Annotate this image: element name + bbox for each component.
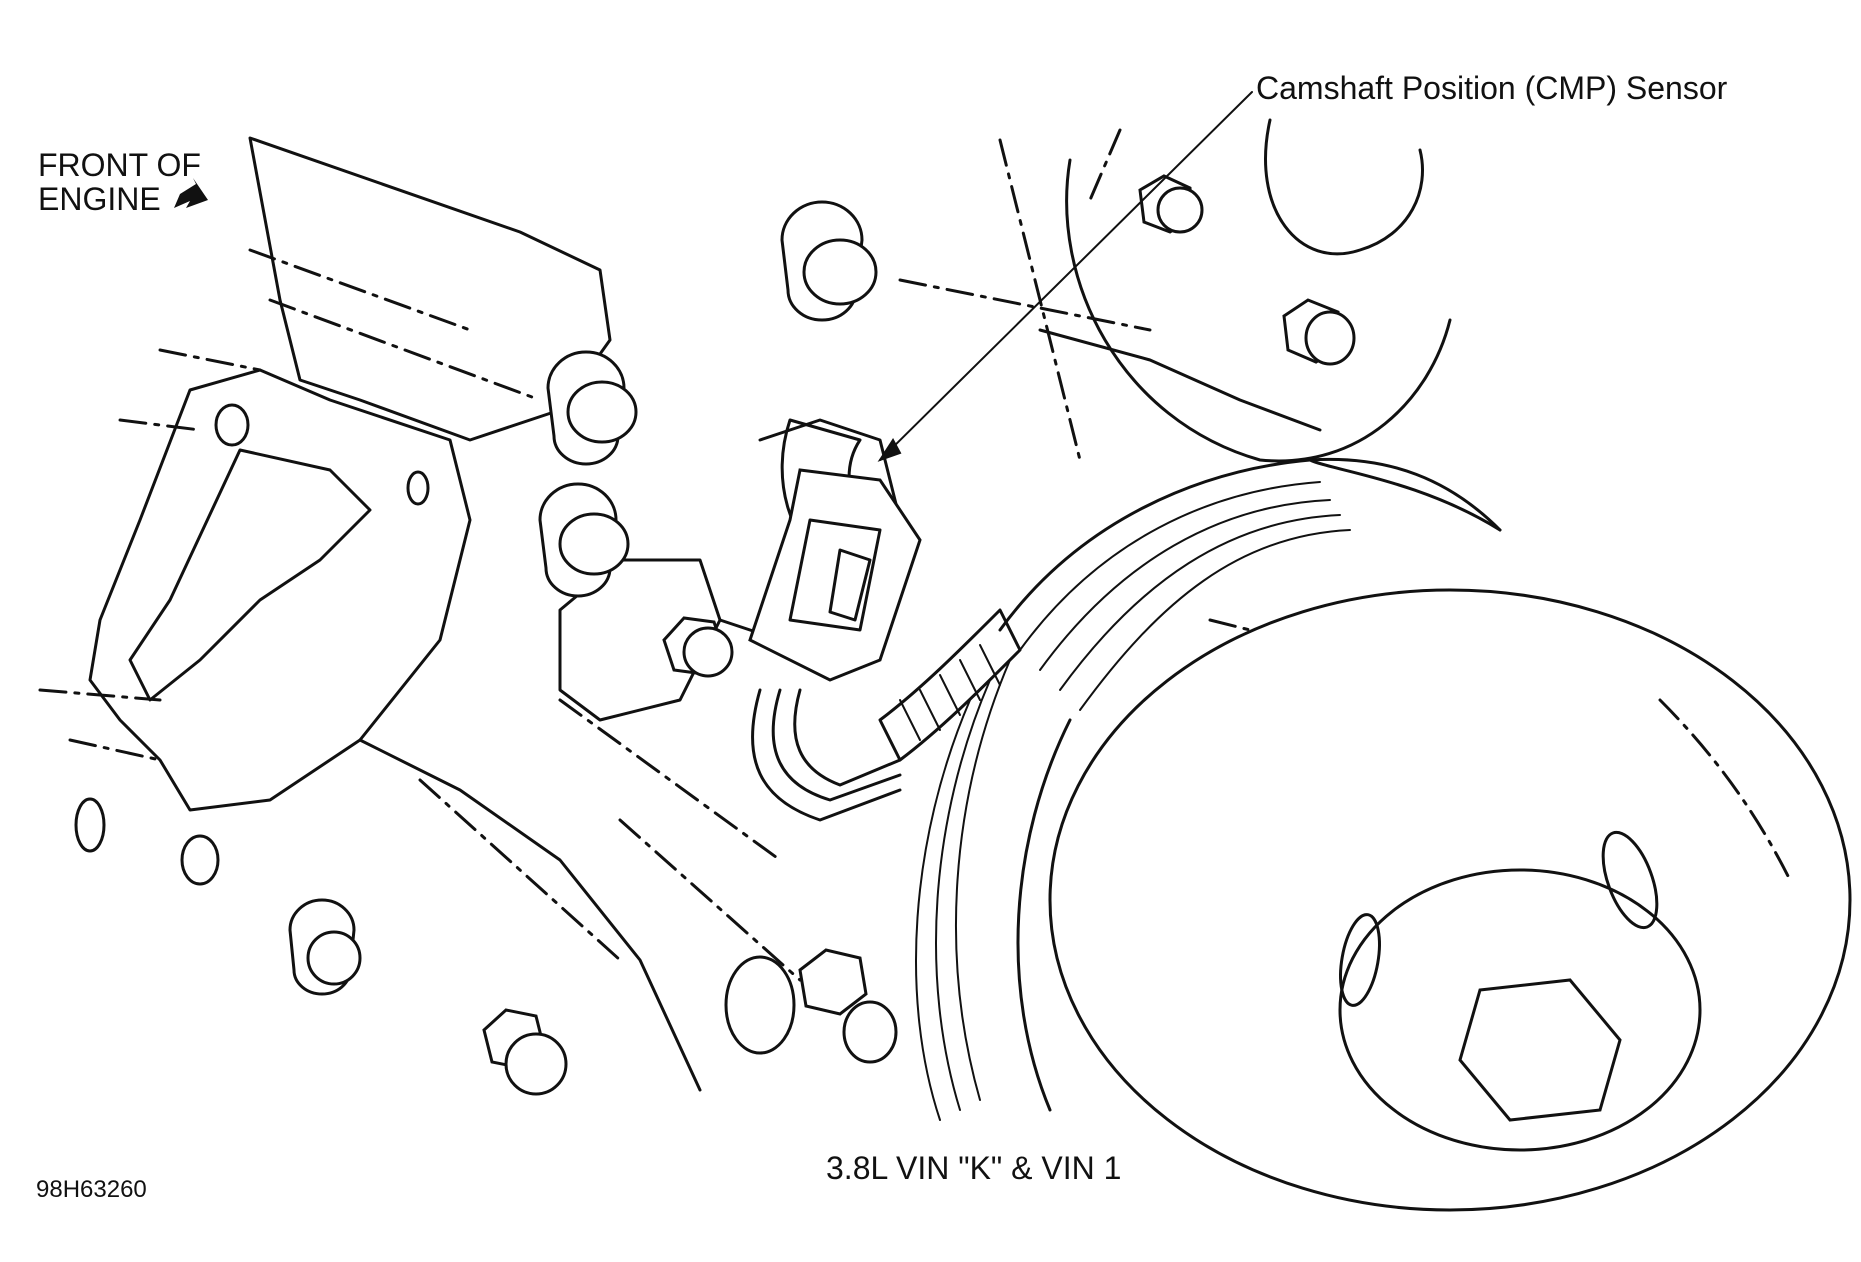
bolts bbox=[288, 174, 1356, 1096]
arrow-icon bbox=[174, 178, 208, 208]
engine-caption: 3.8L VIN "K" & VIN 1 bbox=[826, 1150, 1122, 1186]
front-label-line1: FRONT OF bbox=[38, 147, 201, 183]
front-label-line2: ENGINE bbox=[38, 181, 161, 217]
cmp-sensor-label: Camshaft Position (CMP) Sensor bbox=[1256, 70, 1728, 106]
crank-balancer bbox=[915, 457, 1852, 1212]
sensor-bracket bbox=[358, 278, 1322, 1092]
upper-pulley bbox=[998, 118, 1452, 463]
figure-id: 98H63260 bbox=[36, 1176, 147, 1203]
cmp-sensor bbox=[748, 418, 1022, 822]
front-of-engine-label: FRONT OF ENGINE bbox=[38, 148, 201, 216]
cmp-leader-line bbox=[877, 91, 1253, 462]
timing-cover-bracket bbox=[38, 136, 612, 886]
